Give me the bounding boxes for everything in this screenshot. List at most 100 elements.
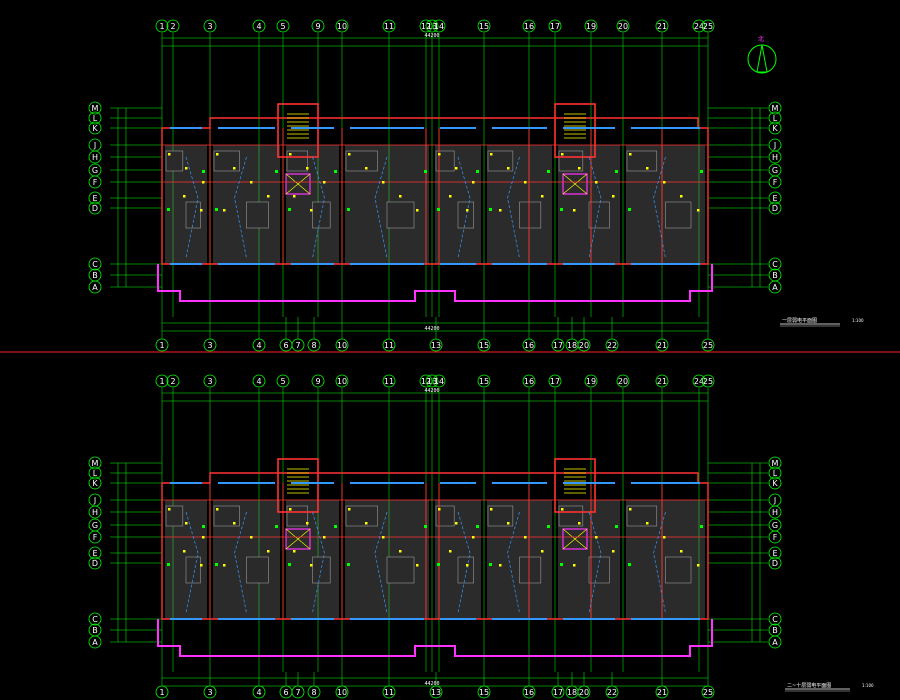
furniture-block xyxy=(345,505,378,527)
weak-current-wiring xyxy=(653,511,666,614)
grid-bubble-row-label: J xyxy=(773,141,776,150)
outlet-fixture xyxy=(399,195,402,198)
outlet-fixture xyxy=(382,536,385,539)
grid-bubble-top-label: 5 xyxy=(280,22,285,31)
outlet-fixture xyxy=(449,195,452,198)
grid-bubble-top-label: 1 xyxy=(159,22,164,31)
grid-bubble-row xyxy=(88,530,102,544)
outlet-fixture xyxy=(183,550,186,553)
furniture-block xyxy=(185,201,201,229)
furniture-block xyxy=(213,150,240,172)
stair-core xyxy=(554,103,596,158)
grid-bubble-row xyxy=(88,191,102,205)
grid-bubble-top-label: 5 xyxy=(280,377,285,386)
grid-bubble-bottom-label: 21 xyxy=(657,688,667,697)
outlet-fixture xyxy=(183,195,186,198)
grid-bubble-row xyxy=(768,466,782,480)
grid-bubble-row xyxy=(88,505,102,519)
grid-bubble-bottom-label: 8 xyxy=(311,341,316,350)
furniture-block xyxy=(519,201,542,229)
grid-bubble-top-label: 21 xyxy=(657,377,667,386)
outlet-fixture xyxy=(573,209,576,212)
stair-core xyxy=(554,458,596,513)
overall-dimension-label: 44200 xyxy=(424,388,439,394)
grid-bubble-row xyxy=(768,121,782,135)
grid-bubble-bottom xyxy=(551,338,565,352)
grid-bubble-row xyxy=(88,175,102,189)
outlet-fixture xyxy=(578,522,581,525)
outlet-fixture xyxy=(455,522,458,525)
slab-outline xyxy=(157,619,713,657)
grid-bubble-row-label: M xyxy=(92,459,99,468)
grid-bubble-row-label: F xyxy=(773,178,778,187)
grid-bubble-row-label: C xyxy=(772,260,778,269)
outlet-fixture xyxy=(524,181,527,184)
grid-bubble-top-label: 3 xyxy=(207,22,212,31)
grid-bubble-row xyxy=(768,530,782,544)
grid-bubble-row xyxy=(768,635,782,649)
grid-bubble-row-label: D xyxy=(92,559,98,568)
grid-bubble-bottom xyxy=(701,685,715,699)
grid-bubble-bottom xyxy=(291,338,305,352)
grid-bubble-row-label: M xyxy=(772,459,779,468)
grid-bubble-top-label: 13 xyxy=(427,22,437,31)
weak-current-wiring xyxy=(234,511,247,614)
weak-current-wiring xyxy=(312,156,325,259)
grid-bubble-top-label: 15 xyxy=(479,22,489,31)
grid-bubble-row-label: H xyxy=(92,153,98,162)
grid-bubble-top xyxy=(252,19,266,33)
grid-bubble-row-label: B xyxy=(92,626,98,635)
grid-bubble-row-label: A xyxy=(92,638,98,647)
grid-bubble-bottom-label: 20 xyxy=(579,688,589,697)
grid-bubble-top-label: 24 xyxy=(694,22,704,31)
grid-bubble-top xyxy=(584,19,598,33)
junction-box xyxy=(347,563,350,566)
grid-bubble-row-label: L xyxy=(773,114,778,123)
weak-current-wiring xyxy=(234,156,247,259)
outlet-fixture xyxy=(216,153,219,156)
furniture-block xyxy=(665,201,692,229)
grid-bubble-row-label: C xyxy=(772,615,778,624)
outlet-fixture xyxy=(185,522,188,525)
grid-bubble-top-label: 24 xyxy=(694,377,704,386)
grid-bubble-row xyxy=(768,175,782,189)
outlet-fixture xyxy=(466,564,469,567)
grid-bubble-row-label: C xyxy=(92,260,98,269)
grid-bubble-top xyxy=(548,374,562,388)
outlet-fixture xyxy=(348,508,351,511)
outlet-fixture xyxy=(646,522,649,525)
outlet-fixture xyxy=(399,550,402,553)
grid-bubble-top xyxy=(155,374,169,388)
grid-bubble-row xyxy=(88,201,102,215)
furniture-block xyxy=(665,556,692,584)
weak-current-wiring xyxy=(507,511,520,614)
grid-bubble-row-label: L xyxy=(93,469,98,478)
grid-bubble-bottom xyxy=(429,338,443,352)
furniture-block xyxy=(558,150,584,172)
grid-bubble-row-label: D xyxy=(772,204,778,213)
grid-bubble-bottom-label: 1 xyxy=(159,341,164,350)
outlet-fixture xyxy=(416,564,419,567)
grid-bubble-bottom xyxy=(252,338,266,352)
outlet-fixture xyxy=(612,195,615,198)
outlet-fixture xyxy=(250,181,253,184)
elevator-cross xyxy=(562,173,588,195)
grid-bubble-row-label: E xyxy=(772,549,777,558)
grid-bubble-top xyxy=(311,19,325,33)
grid-bubble-top xyxy=(692,374,706,388)
overall-dimension-label: 44200 xyxy=(424,33,439,39)
drawing-scale-2: 1:100 xyxy=(862,683,874,688)
stair-core xyxy=(277,458,319,513)
grid-bubble-row-label: K xyxy=(772,479,778,488)
grid-bubble-bottom-label: 16 xyxy=(524,341,534,350)
grid-bubble-row-label: E xyxy=(772,194,777,203)
junction-box xyxy=(167,208,170,211)
grid-bubble-top-label: 4 xyxy=(256,377,261,386)
grid-bubble-bottom xyxy=(477,685,491,699)
grid-bubble-bottom xyxy=(522,338,536,352)
grid-bubble-top-label: 4 xyxy=(256,22,261,31)
grid-bubble-top-label: 17 xyxy=(550,377,560,386)
furniture-block xyxy=(558,505,584,527)
grid-bubble-bottom-label: 18 xyxy=(567,688,577,697)
outlet-fixture xyxy=(293,550,296,553)
